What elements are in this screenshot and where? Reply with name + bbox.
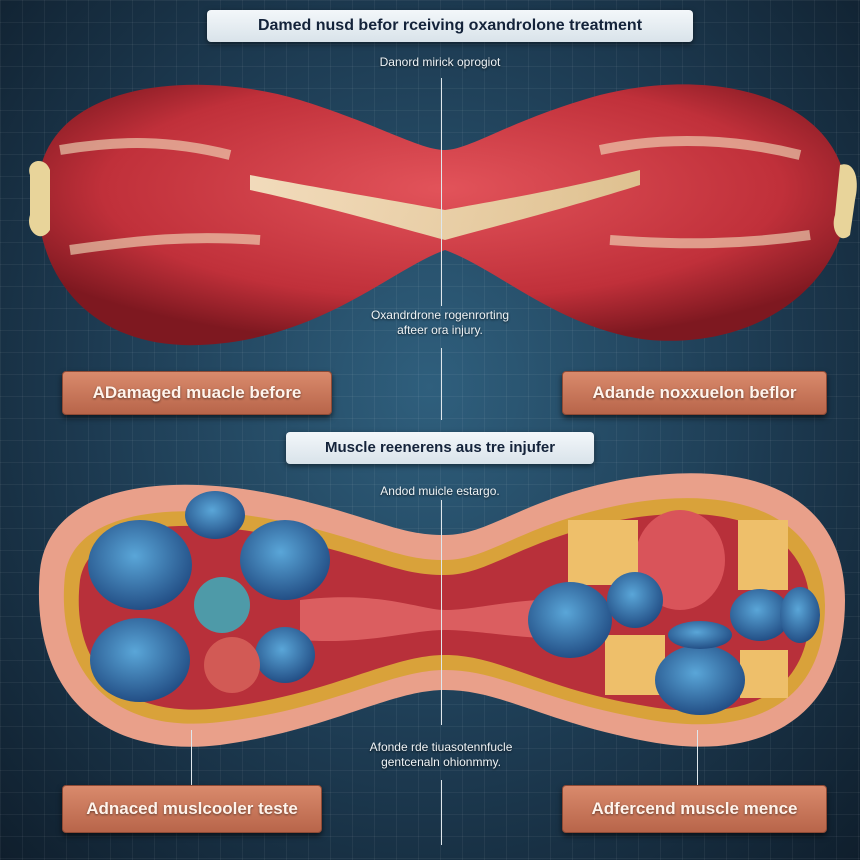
bottom-right-label: Adfercend muscle mence — [562, 785, 827, 833]
damaged-muscle-top — [29, 84, 857, 346]
top-center-caption: Oxandrdrone rogenrorting afteer ora inju… — [330, 308, 550, 338]
bottom-divider-line-lower — [441, 780, 442, 845]
top-right-label: Adande noxxuelon beflor — [562, 371, 827, 415]
bottom-caption: Afonde rde tiuasotennfucle gentcenaln oh… — [310, 740, 572, 770]
bottom-panel-title: Muscle reenerens aus tre injufer — [286, 432, 594, 464]
top-center-caption-line1: Oxandrdrone rogenrorting — [370, 308, 510, 322]
bottom-caption-line2: gentcenaln ohionmmy. — [381, 755, 501, 769]
header-title: Damed nusd befor rceiving oxandrolone tr… — [207, 10, 693, 42]
bottom-left-label: Adnaced muslcooler teste — [62, 785, 322, 833]
left-pointer-line — [191, 730, 192, 785]
bottom-subtitle: Andod muicle estargo. — [380, 484, 500, 498]
bottom-divider-line — [441, 500, 442, 725]
top-divider-line-lower — [441, 348, 442, 420]
top-left-label: ADamaged muacle before — [62, 371, 332, 415]
top-subtitle: Danord mirick oprogiot — [379, 55, 501, 69]
top-center-caption-line2: afteer ora injury. — [397, 323, 483, 337]
top-divider-line — [441, 78, 442, 306]
right-pointer-line — [697, 730, 698, 785]
bottom-caption-line1: Afonde rde tiuasotennfucle — [369, 740, 513, 754]
